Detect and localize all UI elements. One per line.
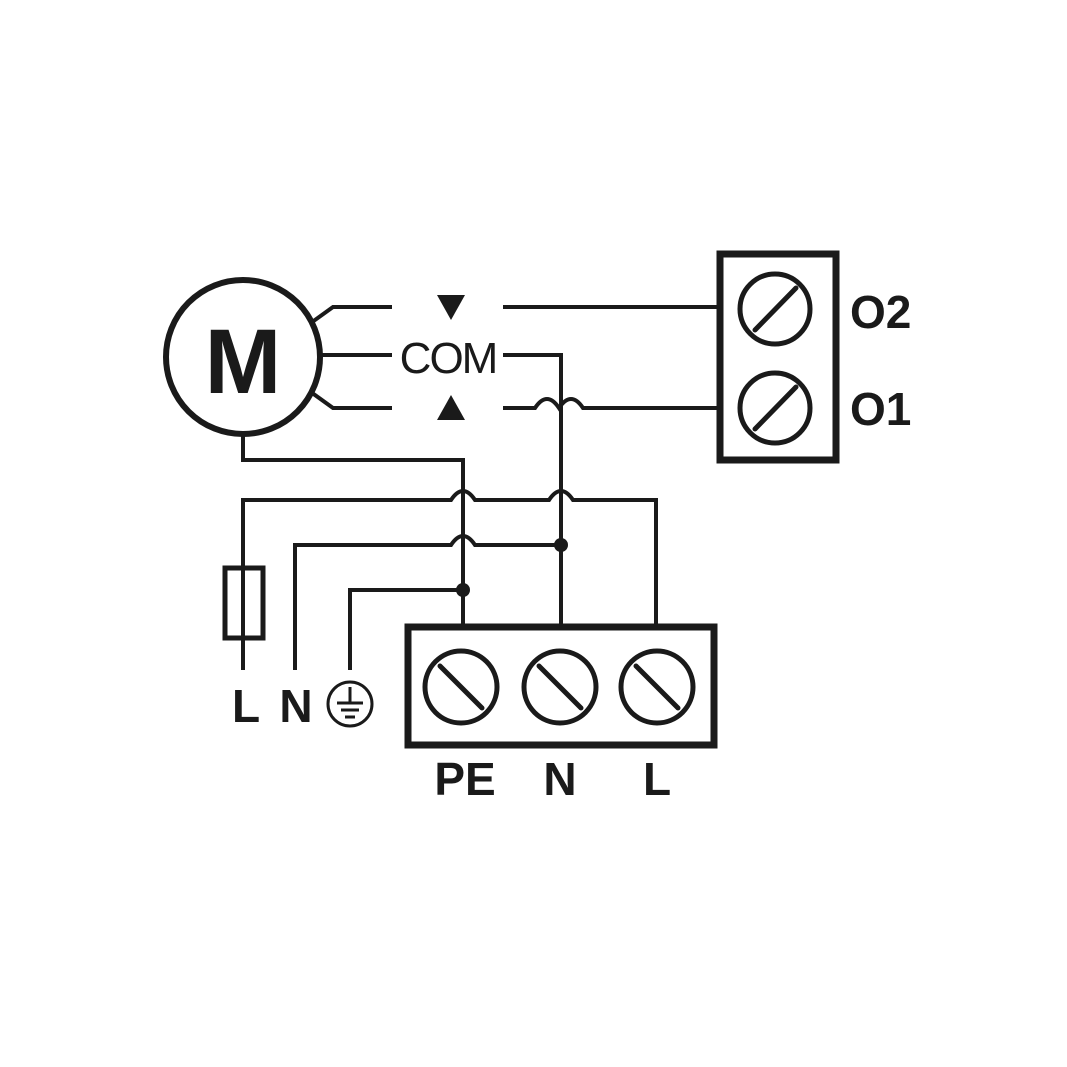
wire-line-l bbox=[241, 489, 658, 670]
direction-switch: COM bbox=[400, 295, 498, 420]
terminal-label-o1: O1 bbox=[850, 383, 911, 435]
fuse-icon bbox=[222, 565, 266, 641]
up-arrow-icon bbox=[437, 395, 465, 420]
switch-com-label: COM bbox=[400, 334, 497, 383]
motor-lead-bottom bbox=[312, 392, 392, 410]
motor-leads bbox=[241, 305, 465, 627]
terminal-screw-l bbox=[618, 648, 696, 726]
earth-ground-icon bbox=[326, 680, 374, 728]
terminal-screw-n bbox=[521, 648, 599, 726]
supply-terminal-block: PE N L bbox=[404, 623, 718, 805]
supply-wires bbox=[241, 489, 658, 670]
motor-symbol: M bbox=[163, 277, 323, 437]
supply-label-n: N bbox=[279, 680, 312, 732]
terminal-screw-o2 bbox=[737, 271, 813, 347]
wire-to-o1 bbox=[503, 397, 722, 412]
terminal-label-l: L bbox=[643, 753, 671, 805]
junction-dot-pe bbox=[456, 583, 470, 597]
supply-label-l: L bbox=[232, 680, 260, 732]
terminal-label-n: N bbox=[543, 753, 576, 805]
terminal-label-pe: PE bbox=[434, 753, 495, 805]
switch-output-wires bbox=[503, 305, 722, 627]
output-terminal-block: O2 O1 bbox=[716, 250, 911, 464]
wire-neutral-n bbox=[293, 534, 563, 670]
wire-earth-pe bbox=[348, 588, 465, 670]
junction-dot-n bbox=[554, 538, 568, 552]
motor-label: M bbox=[205, 311, 282, 413]
wire-com-to-n bbox=[503, 353, 563, 627]
motor-lead-top bbox=[312, 305, 392, 323]
motor-earth-lead bbox=[241, 432, 465, 627]
terminal-label-o2: O2 bbox=[850, 286, 911, 338]
down-arrow-icon bbox=[437, 295, 465, 320]
terminal-screw-pe bbox=[422, 648, 500, 726]
terminal-screw-o1 bbox=[737, 370, 813, 446]
